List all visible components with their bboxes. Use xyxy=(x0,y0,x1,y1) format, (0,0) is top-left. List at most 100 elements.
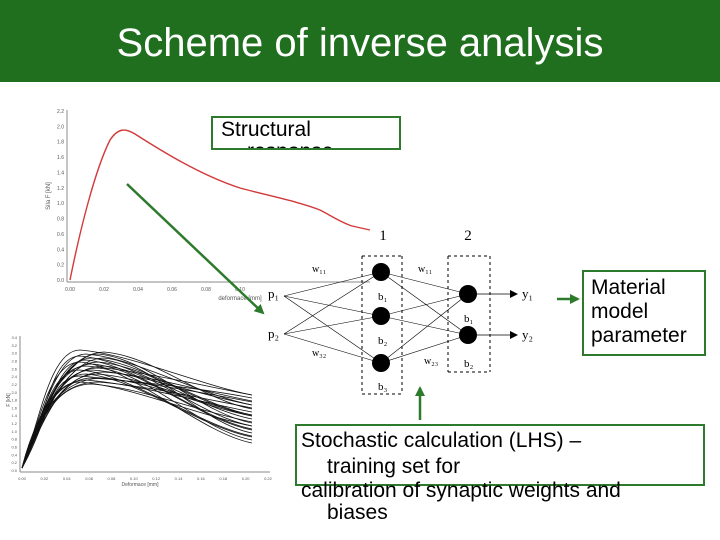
bottom-chart-curve xyxy=(21,361,253,469)
bottom-chart-y-tick: 1.4 xyxy=(11,413,17,418)
top-chart-y-tick: 0.2 xyxy=(57,263,64,269)
bottom-chart-y-tick: 2.2 xyxy=(11,382,17,387)
bottom-chart-x-tick: 0.02 xyxy=(40,476,49,481)
output-label-y1: y₁ xyxy=(522,286,533,301)
top-chart-y-tick: 1.6 xyxy=(57,155,64,161)
bottom-chart-y-tick: 1.2 xyxy=(11,421,17,426)
conn-h2-o1 xyxy=(380,293,469,317)
arrow-to-network xyxy=(126,183,265,315)
bottom-chart-y-tick: 0.6 xyxy=(11,445,17,450)
bottom-chart-y-tick: 3.2 xyxy=(11,343,17,348)
conn-p1-h3 xyxy=(283,295,382,364)
layer-label-2: 2 xyxy=(464,228,472,244)
top-chart-curve xyxy=(69,129,371,281)
top-chart-y-tick: 0.4 xyxy=(57,247,64,253)
top-chart-x-tick: 0.00 xyxy=(65,287,75,293)
output-label-y2: y₂ xyxy=(522,327,533,342)
top-chart-y-tick: 1.0 xyxy=(57,201,64,207)
bottom-chart-x-tick: 0.12 xyxy=(152,476,161,481)
top-chart-y-tick: 1.2 xyxy=(57,186,64,192)
top-chart-y-tick: 0.0 xyxy=(57,278,64,284)
bottom-chart-ylabel: F [kN] xyxy=(6,393,12,407)
bottom-chart-y-tick: 0.0 xyxy=(11,468,17,473)
top-chart-y-tick: 2.0 xyxy=(57,124,64,130)
slide-title: Scheme of inverse analysis xyxy=(116,21,604,65)
bottom-chart-y-tick: 0.8 xyxy=(11,437,17,442)
hidden-node-1 xyxy=(372,263,390,281)
hidden-node-2 xyxy=(372,307,390,325)
material-line-4: s xyxy=(591,348,704,354)
weight-label-w11-right: w₁₁ xyxy=(418,264,432,275)
top-chart-x-tick: 0.04 xyxy=(133,287,143,293)
bias-label-b2: b₂ xyxy=(378,335,388,347)
bottom-chart-y-tick: 3.0 xyxy=(11,351,17,356)
top-chart-x-tick: 0.08 xyxy=(201,287,211,293)
input-label-p2: p₂ xyxy=(268,326,279,341)
conn-p2-h1 xyxy=(283,271,382,335)
bottom-chart-x-tick: 0.06 xyxy=(85,476,94,481)
bottom-chart-curve xyxy=(21,377,253,469)
bias-label-out-b2: b₂ xyxy=(464,358,474,370)
structural-response-box: Structural response xyxy=(211,116,401,150)
bottom-chart-x-tick: 0.22 xyxy=(264,476,273,481)
bottom-chart-y-ticks: 3.43.23.02.82.62.42.22.01.81.61.41.21.00… xyxy=(11,335,17,473)
material-line-3: parameter xyxy=(591,324,687,347)
bottom-chart-y-tick: 2.6 xyxy=(11,366,17,371)
conn-p1-h2 xyxy=(283,295,382,317)
weight-label-w11-left: w₁₁ xyxy=(312,264,326,275)
output-node-2 xyxy=(459,326,477,344)
top-chart-y-ticks: 2.2 2.0 1.8 1.6 1.4 1.2 1.0 0.8 0.6 0.4 0.2 0.0 xyxy=(57,109,64,284)
top-chart-y-tick: 2.2 xyxy=(57,109,64,115)
bottom-chart-y-tick: 3.4 xyxy=(11,335,17,340)
bottom-chart-x-tick: 0.14 xyxy=(175,476,184,481)
conn-h3-o2 xyxy=(380,334,469,364)
bias-label-b3: b₃ xyxy=(378,381,388,393)
bottom-chart-curves xyxy=(21,349,253,469)
bottom-chart-y-tick: 1.6 xyxy=(11,405,17,410)
bottom-chart-x-tick: 0.10 xyxy=(130,476,139,481)
conn-h1-o2 xyxy=(380,271,469,336)
bottom-chart-y-tick: 2.4 xyxy=(11,374,17,379)
bottom-chart-curve xyxy=(21,349,253,469)
conn-h3-o1 xyxy=(380,293,469,364)
top-chart-ylabel: Sila F [kN] xyxy=(46,182,52,210)
top-chart-x-tick: 0.02 xyxy=(99,287,109,293)
material-parameters-box: Material model parameter s xyxy=(582,270,706,356)
stochastic-line-2: training set for xyxy=(327,455,461,478)
title-bar xyxy=(0,0,720,82)
output-node-1 xyxy=(459,285,477,303)
top-chart-y-tick: 0.6 xyxy=(57,232,64,238)
bottom-chart-x-tick: 0.18 xyxy=(219,476,228,481)
bottom-chart-curve xyxy=(21,353,253,469)
bottom-chart-y-tick: 2.8 xyxy=(11,358,17,363)
weight-label-w23: w₂₃ xyxy=(424,356,438,367)
bottom-chart: 3.43.23.02.82.62.42.22.01.81.61.41.21.00… xyxy=(6,332,274,488)
bias-label-out-b1: b₁ xyxy=(464,313,474,325)
stochastic-calculation-box: Stochastic calculation (LHS) – training … xyxy=(295,424,705,524)
bottom-chart-x-tick: 0.20 xyxy=(242,476,251,481)
bottom-chart-curve xyxy=(21,381,253,469)
neural-network: 1 2 p₁ p₂ y₁ y₂ w₁₁ w₁₁ w₃₂ w₂₃ b₁ b₂ b₃… xyxy=(268,228,533,395)
bottom-chart-x-tick: 0.04 xyxy=(63,476,72,481)
top-chart-xlabel: deformace [mm] xyxy=(218,296,262,302)
top-chart-y-tick: 0.8 xyxy=(57,217,64,223)
stochastic-line-3: calibration of synaptic weights and xyxy=(301,479,621,502)
conn-p2-h3 xyxy=(283,333,382,364)
bottom-chart-curve xyxy=(21,373,253,469)
top-chart-y-tick: 1.8 xyxy=(57,140,64,146)
stochastic-line-4: biases xyxy=(327,501,388,524)
bottom-chart-x-tick: 0.08 xyxy=(108,476,117,481)
structural-response-line-2: response xyxy=(221,141,399,149)
layer-label-1: 1 xyxy=(379,228,387,244)
bottom-chart-y-tick: 0.4 xyxy=(11,452,17,457)
bias-label-b1: b₁ xyxy=(378,291,388,303)
input-label-p1: p₁ xyxy=(268,286,279,301)
conn-h2-o2 xyxy=(380,315,469,336)
conn-p1-h1 xyxy=(283,271,382,297)
hidden-node-3 xyxy=(372,354,390,372)
bottom-chart-y-tick: 2.0 xyxy=(11,390,17,395)
bottom-chart-xlabel: Deformace [mm] xyxy=(122,482,160,488)
top-chart-y-tick: 1.4 xyxy=(57,170,64,176)
